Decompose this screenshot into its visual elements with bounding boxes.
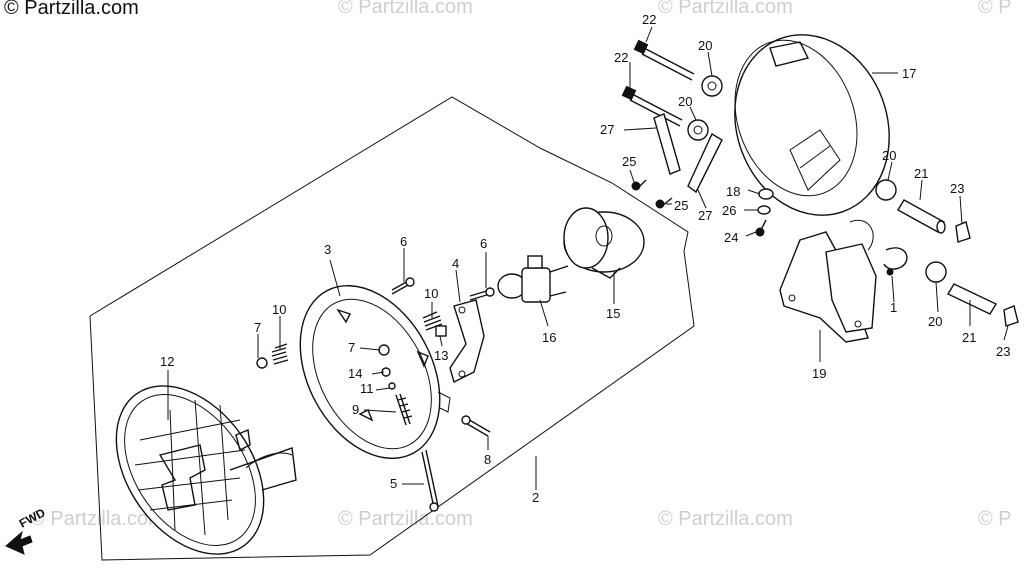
callout-25: 25 <box>674 198 688 213</box>
callout-17: 17 <box>902 66 916 81</box>
callout-9: 9 <box>352 402 359 417</box>
pipe-icon[interactable] <box>947 283 997 315</box>
callout-10: 10 <box>272 302 286 317</box>
bolt-icon[interactable] <box>391 277 415 295</box>
leader-lines <box>167 26 1009 490</box>
callout-22: 22 <box>614 50 628 65</box>
callout-27: 27 <box>698 208 712 223</box>
watermark-text: © Partzilla.com <box>338 508 473 530</box>
nut-icon[interactable] <box>955 221 971 243</box>
callout-20: 20 <box>698 38 712 53</box>
fwd-arrow-icon: FWD <box>5 505 48 555</box>
callout-18: 18 <box>726 184 740 199</box>
callout-15: 15 <box>606 306 620 321</box>
callout-labels: 22 20 22 17 20 27 25 20 21 18 23 26 25 2… <box>160 12 1010 505</box>
callout-26: 26 <box>722 203 736 218</box>
callout-2: 2 <box>532 490 539 505</box>
copyright-text: © Partzilla.com <box>4 0 139 19</box>
bulb-icon[interactable] <box>497 255 569 303</box>
callout-8: 8 <box>484 452 491 467</box>
callout-24: 24 <box>724 230 738 245</box>
callout-21: 21 <box>914 166 928 181</box>
assembly-boundary <box>89 96 695 561</box>
watermark-text: © Partzilla.com <box>658 0 793 18</box>
callout-3: 3 <box>324 242 331 257</box>
callout-12: 12 <box>160 354 174 369</box>
strap-icon[interactable] <box>653 113 723 194</box>
callout-27: 27 <box>600 122 614 137</box>
callout-20: 20 <box>928 314 942 329</box>
bolt-icon[interactable] <box>461 415 491 437</box>
collar-icon[interactable] <box>701 75 723 97</box>
headlight-rim-icon[interactable] <box>272 262 468 483</box>
collar-icon[interactable] <box>687 119 709 141</box>
callout-1: 1 <box>890 300 897 315</box>
watermark-text: © Partzilla.com <box>658 508 793 530</box>
bolt-icon[interactable] <box>469 287 495 301</box>
watermark-text: © P <box>978 508 1012 530</box>
bolt-icon[interactable] <box>421 449 439 512</box>
callout-7: 7 <box>348 340 355 355</box>
bolt-icon[interactable] <box>631 179 673 209</box>
callout-10: 10 <box>424 286 438 301</box>
callout-25: 25 <box>622 154 636 169</box>
callout-16: 16 <box>542 330 556 345</box>
callout-6: 6 <box>480 236 487 251</box>
callout-13: 13 <box>434 348 448 363</box>
fwd-label: FWD <box>17 505 48 530</box>
callout-11: 11 <box>360 381 374 396</box>
callout-22: 22 <box>642 12 656 27</box>
callout-14: 14 <box>348 366 362 381</box>
callout-5: 5 <box>390 476 397 491</box>
callout-4: 4 <box>452 256 459 271</box>
nut-icon[interactable] <box>1003 305 1019 327</box>
bolt-icon[interactable] <box>755 188 774 237</box>
socket-cover-icon[interactable] <box>563 207 645 279</box>
headlight-case-icon[interactable] <box>710 13 914 237</box>
callout-7: 7 <box>254 320 261 335</box>
sealed-beam-icon[interactable] <box>86 358 297 574</box>
bolt-icon[interactable] <box>422 311 447 337</box>
mounting-bracket-icon[interactable] <box>779 219 877 343</box>
watermark-text: © P <box>978 0 1012 18</box>
callout-21: 21 <box>962 330 976 345</box>
callout-20: 20 <box>882 148 896 163</box>
collar-icon[interactable] <box>925 261 947 283</box>
watermark-text: © Partzilla.com <box>338 0 473 18</box>
adjuster-bracket-icon[interactable] <box>449 299 485 384</box>
pipe-icon[interactable] <box>897 199 946 234</box>
bolt-icon[interactable] <box>621 85 683 127</box>
collar-icon[interactable] <box>875 179 897 201</box>
callout-20: 20 <box>678 94 692 109</box>
bolt-icon[interactable] <box>256 343 289 369</box>
callout-23: 23 <box>950 181 964 196</box>
callout-6: 6 <box>400 234 407 249</box>
clamp-icon[interactable] <box>883 247 908 276</box>
bolt-icon[interactable] <box>633 39 695 81</box>
callout-19: 19 <box>812 366 826 381</box>
callout-23: 23 <box>996 344 1010 359</box>
watermark-text: © Partzilla.com <box>30 508 165 530</box>
